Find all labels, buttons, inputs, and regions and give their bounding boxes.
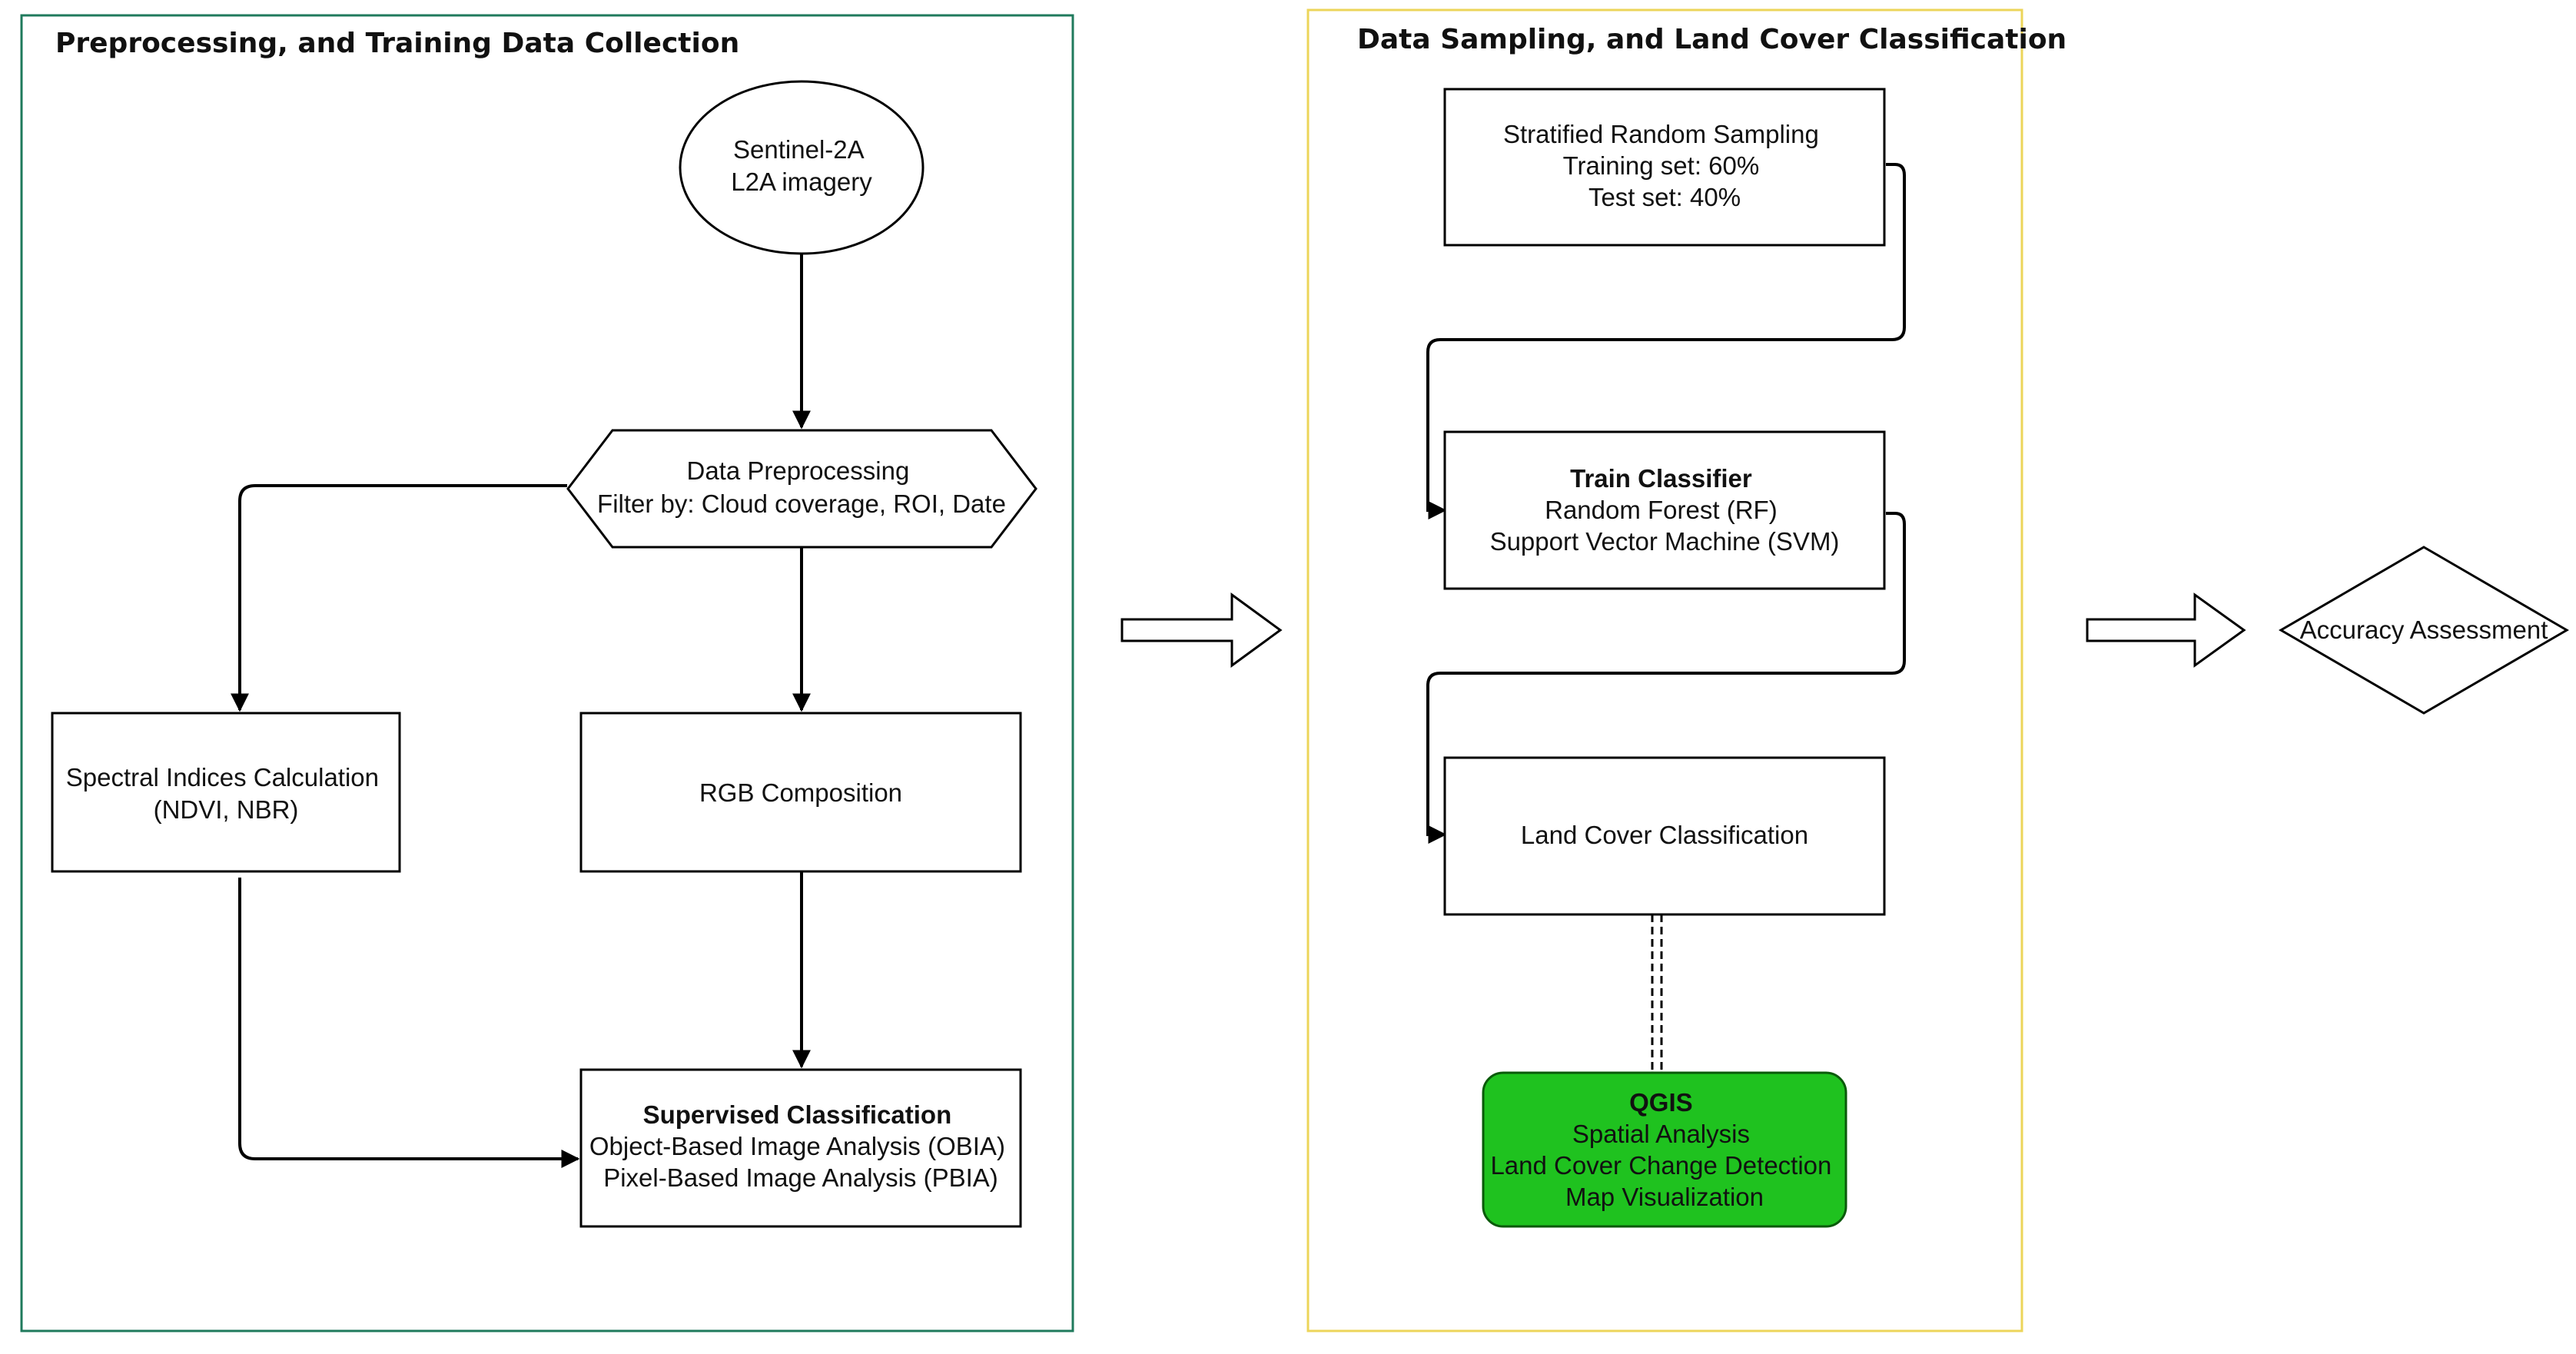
- node-accuracy-label: Accuracy Assessment: [2300, 616, 2548, 644]
- node-sampling: [1443, 88, 1886, 247]
- panel-preprocessing: [20, 14, 1074, 1332]
- node-sampling-label: Stratified Random Sampling Training set:…: [1503, 120, 1826, 211]
- node-rgb-label: RGB Composition: [699, 778, 902, 807]
- edge-sampling-to-train: [1426, 163, 1906, 519]
- edge-train-to-landcover: [1426, 512, 1906, 844]
- node-landcover: [1443, 756, 1886, 916]
- node-preprocessing: [566, 429, 1037, 549]
- node-qgis: [1482, 1071, 1847, 1228]
- panel-preprocessing-title: Preprocessing, and Training Data Collect…: [55, 28, 739, 59]
- node-qgis-label: QGIS Spatial Analysis Land Cover Change …: [1490, 1088, 1838, 1211]
- node-train: [1443, 430, 1886, 590]
- node-supervised: [579, 1068, 1022, 1228]
- panel-classification: [1306, 8, 2023, 1332]
- stage-arrow-2: [2086, 592, 2246, 668]
- stage-arrow-1: [1120, 592, 1283, 668]
- node-rgb: [579, 712, 1022, 873]
- node-accuracy: [2279, 546, 2569, 715]
- node-spectral-label: Spectral Indices Calculation (NDVI, NBR): [66, 763, 386, 824]
- panel-classification-title: Data Sampling, and Land Cover Classifica…: [1357, 24, 2066, 55]
- node-landcover-label: Land Cover Classification: [1521, 821, 1808, 849]
- edge-spectral-to-supervised: [238, 878, 580, 1168]
- node-sentinel-label: Sentinel-2A L2A imagery: [731, 135, 872, 196]
- node-supervised-label: Supervised Classification Object-Based I…: [589, 1100, 1012, 1192]
- node-preprocessing-label: Data Preprocessing Filter by: Cloud cove…: [597, 456, 1006, 518]
- node-sentinel: [679, 80, 925, 255]
- node-spectral: [51, 712, 401, 873]
- edge-preprocessing-to-spectral: [231, 484, 567, 712]
- node-train-label: Train Classifier Random Forest (RF) Supp…: [1490, 464, 1840, 556]
